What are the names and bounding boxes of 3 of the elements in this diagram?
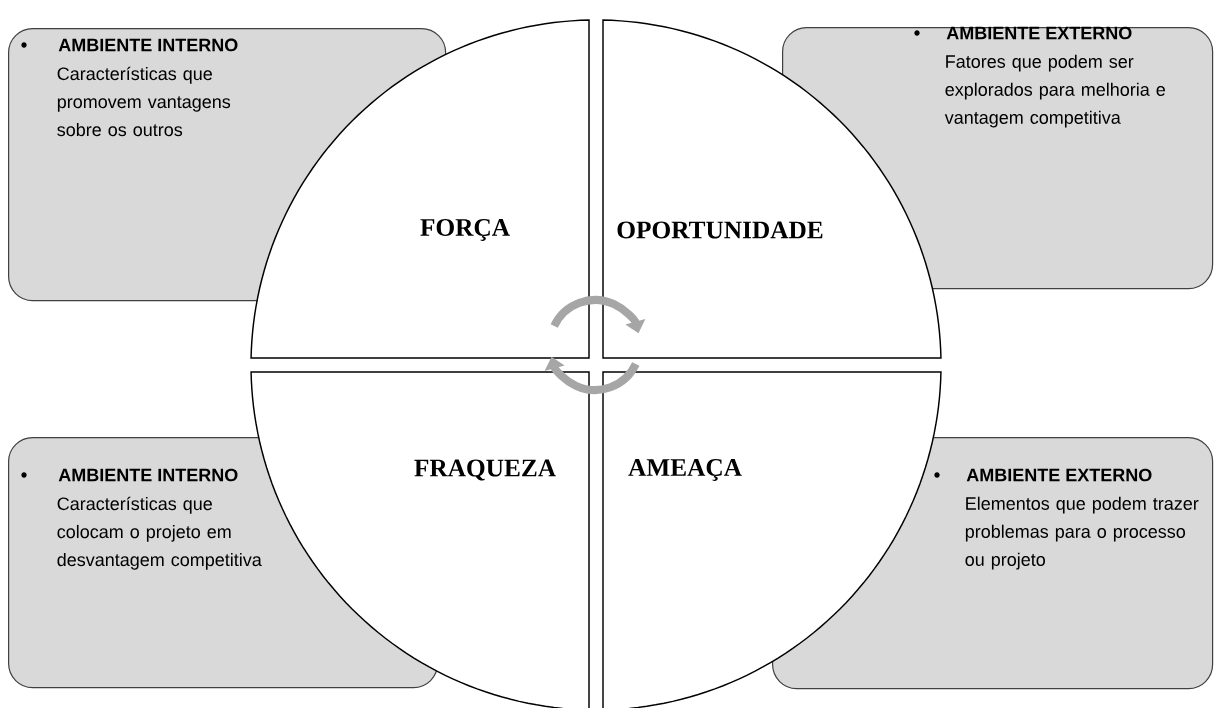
quadrant-sector: AMEAÇA xyxy=(602,371,942,708)
quadrant-sector: FORÇA xyxy=(250,19,590,359)
quadrant-sector: OPORTUNIDADE xyxy=(602,19,942,359)
